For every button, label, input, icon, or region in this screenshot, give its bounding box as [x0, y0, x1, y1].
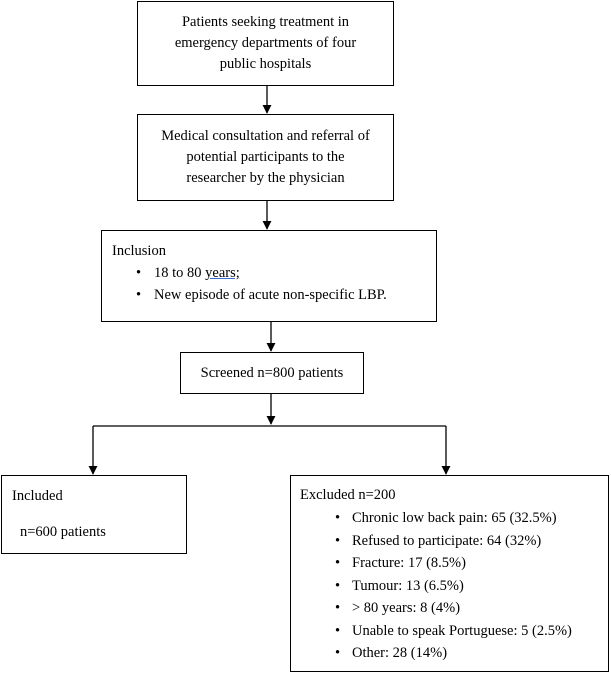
- source-line-3: public hospitals: [219, 56, 312, 72]
- excluded-item-chronic: Chronic low back pain: 65 (32.5%): [300, 507, 608, 530]
- included-value: n=600 patients: [20, 524, 106, 540]
- source-line-1: Patients seeking treatment in: [181, 14, 350, 30]
- inclusion-item-episode: New episode of acute non-specific LBP.: [112, 284, 426, 306]
- screened-text: Screened n=800 patients: [200, 364, 344, 381]
- inclusion-title: Inclusion: [112, 243, 166, 259]
- included-box: Included n=600 patients: [1, 475, 187, 554]
- inclusion-item-age: 18 to 80 years;: [112, 262, 426, 284]
- excluded-item-tumour: Tumour: 13 (6.5%): [300, 575, 608, 598]
- excluded-item-age: > 80 years: 8 (4%): [300, 597, 608, 620]
- referral-box: Medical consultation and referral of pot…: [137, 114, 394, 201]
- inclusion-item-age-text: 18 to 80: [154, 265, 206, 281]
- included-title: Included: [12, 488, 63, 504]
- screened-box: Screened n=800 patients: [180, 352, 364, 394]
- inclusion-criteria-box: Inclusion 18 to 80 years; New episode of…: [101, 230, 437, 322]
- excluded-item-refused: Refused to participate: 64 (32%): [300, 530, 608, 553]
- excluded-item-fracture: Fracture: 17 (8.5%): [300, 552, 608, 575]
- excluded-list: Chronic low back pain: 65 (32.5%) Refuse…: [300, 507, 608, 665]
- excluded-item-language: Unable to speak Portuguese: 5 (2.5%): [300, 620, 608, 643]
- inclusion-item-age-underlined: years;: [205, 265, 240, 281]
- excluded-title: Excluded n=200: [300, 487, 396, 503]
- source-population-box: Patients seeking treatment in emergency …: [137, 1, 394, 86]
- referral-line-2: potential participants to the: [186, 149, 345, 165]
- excluded-item-other: Other: 28 (14%): [300, 642, 608, 665]
- referral-line-1: Medical consultation and referral of: [161, 128, 370, 144]
- source-line-2: emergency departments of four: [174, 35, 357, 51]
- excluded-box: Excluded n=200 Chronic low back pain: 65…: [290, 475, 609, 672]
- referral-line-3: researcher by the physician: [186, 170, 345, 186]
- inclusion-list: 18 to 80 years; New episode of acute non…: [112, 262, 426, 306]
